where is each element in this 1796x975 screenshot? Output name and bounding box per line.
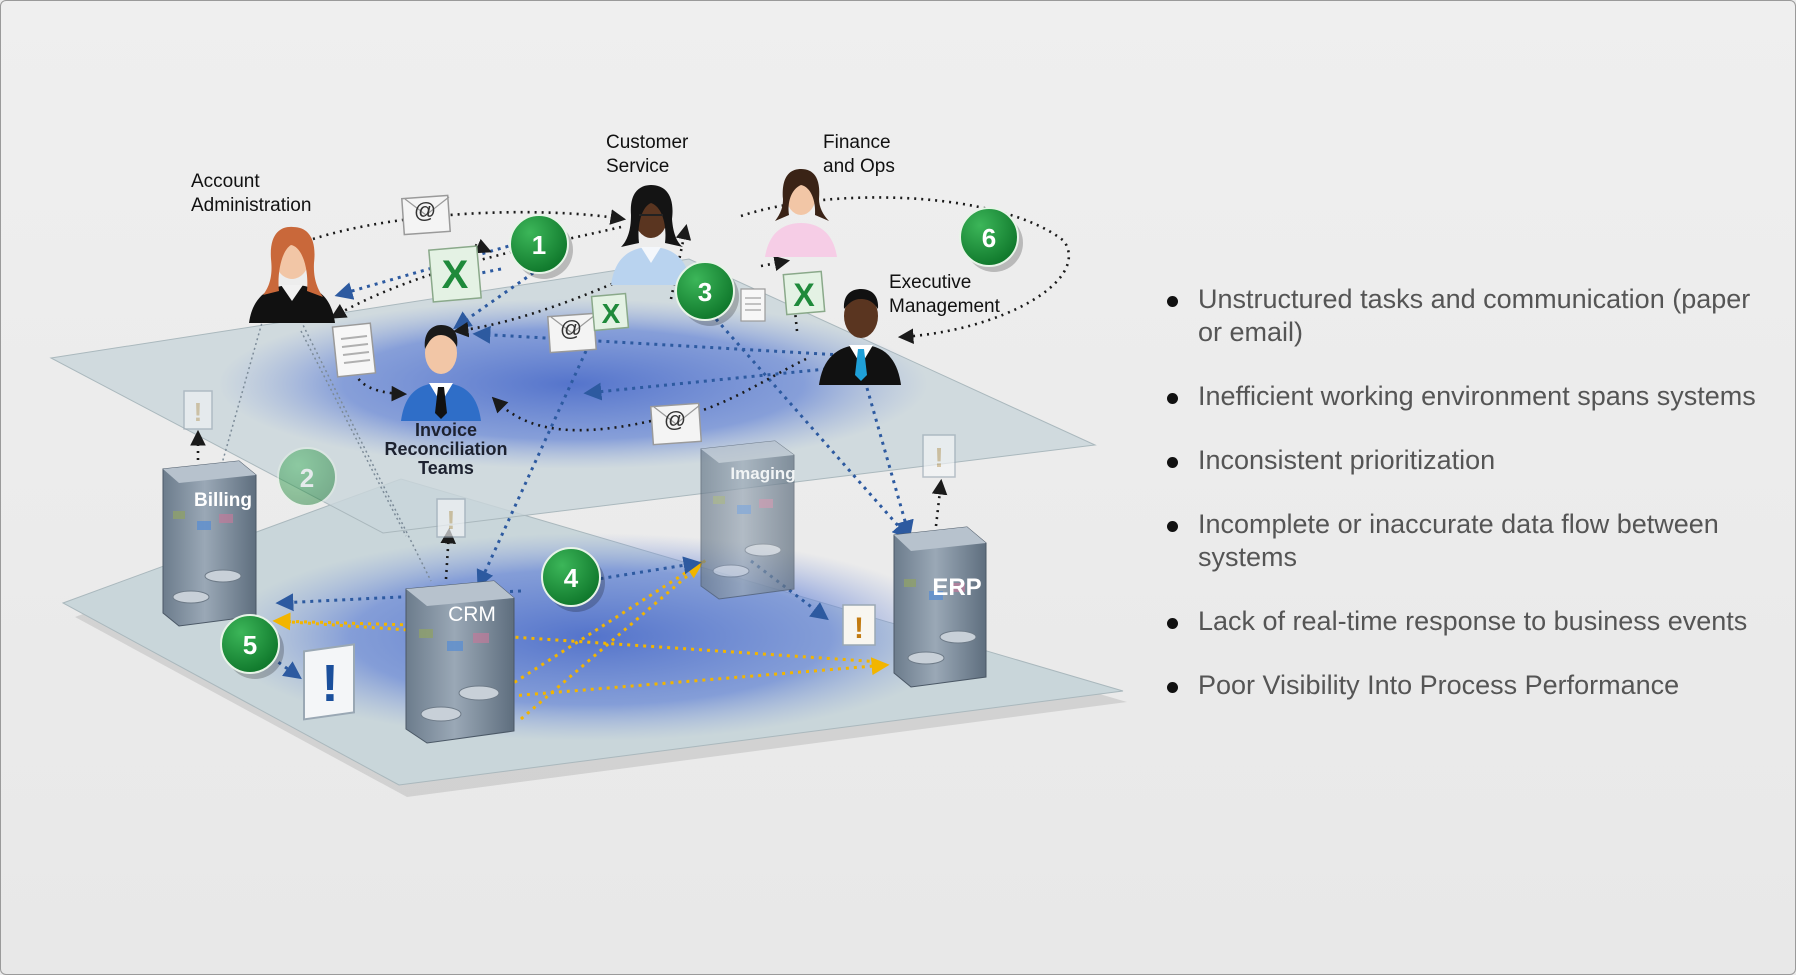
executive-person-icon[interactable] — [819, 289, 901, 385]
svg-text:X: X — [602, 298, 621, 329]
crm-label: CRM — [448, 603, 496, 626]
step-badge-5[interactable]: 5 — [220, 614, 284, 679]
svg-text:!: ! — [321, 655, 338, 713]
svg-text:!: ! — [854, 612, 864, 645]
svg-text:Finance: Finance — [823, 132, 891, 153]
document-icon — [331, 322, 377, 378]
spreadsheet-icon: X — [782, 270, 826, 316]
svg-text:2: 2 — [300, 463, 314, 493]
invoice-team-label: Invoice Reconciliation Teams — [384, 420, 507, 478]
account-admin-label: Account Administration — [191, 171, 311, 216]
step-badge-2[interactable]: 2 — [277, 447, 337, 507]
account-admin-person-icon[interactable] — [249, 226, 335, 323]
step-badge-6[interactable]: 6 — [959, 207, 1023, 272]
executive-label: Executive Management — [889, 272, 1001, 317]
svg-text:@: @ — [560, 316, 582, 341]
svg-text:@: @ — [414, 198, 436, 223]
imaging-server[interactable]: Imaging — [700, 440, 796, 600]
svg-text:Executive: Executive — [889, 272, 971, 293]
issue-item: Lack of real-time response to business e… — [1167, 605, 1767, 638]
svg-text:Customer: Customer — [606, 132, 689, 153]
svg-text:Management: Management — [889, 296, 1001, 317]
svg-text:!: ! — [194, 397, 203, 427]
svg-text:Administration: Administration — [191, 195, 311, 216]
spreadsheet-icon: X — [590, 292, 630, 332]
svg-text:Teams: Teams — [418, 458, 474, 478]
issue-item: Incomplete or inaccurate data flow betwe… — [1167, 508, 1767, 574]
step-badge-1[interactable]: 1 — [509, 214, 573, 279]
email-icon: @ — [649, 402, 703, 446]
imaging-label: Imaging — [730, 464, 795, 483]
svg-text:Service: Service — [606, 156, 669, 177]
svg-text:Reconciliation: Reconciliation — [384, 439, 507, 459]
billing-server[interactable]: Billing — [162, 460, 257, 627]
erp-server[interactable]: ERP — [893, 526, 987, 688]
billing-label: Billing — [194, 490, 252, 511]
erp-label: ERP — [932, 574, 981, 601]
svg-text:!: ! — [447, 505, 456, 535]
finance-ops-person-icon[interactable] — [765, 169, 837, 257]
svg-text:!: ! — [934, 442, 943, 473]
svg-text:X: X — [793, 277, 815, 313]
document-icon — [740, 288, 766, 322]
svg-text:3: 3 — [698, 277, 712, 307]
svg-text:5: 5 — [243, 630, 257, 660]
svg-text:X: X — [442, 253, 469, 297]
svg-text:4: 4 — [564, 563, 579, 593]
alert-icon: ! — [842, 604, 876, 646]
svg-text:@: @ — [664, 407, 686, 432]
alert-icon: ! — [303, 643, 355, 721]
step-badge-3[interactable]: 3 — [675, 261, 739, 326]
customer-service-person-icon[interactable] — [611, 185, 691, 285]
email-icon: @ — [546, 312, 598, 354]
svg-text:and Ops: and Ops — [823, 156, 895, 177]
svg-text:Account: Account — [191, 171, 260, 192]
issue-item: Inefficient working environment spans sy… — [1167, 380, 1767, 413]
step-badge-4[interactable]: 4 — [541, 547, 605, 612]
issues-list: Unstructured tasks and communication (pa… — [1167, 283, 1767, 702]
alert-icon: ! — [436, 498, 466, 538]
issue-item: Poor Visibility Into Process Performance — [1167, 669, 1767, 702]
finance-ops-label: Finance and Ops — [823, 132, 895, 177]
issue-item: Unstructured tasks and communication (pa… — [1167, 283, 1767, 349]
alert-icon: ! — [183, 390, 213, 430]
crm-server[interactable]: CRM — [405, 580, 515, 744]
invoice-team-person-icon[interactable] — [401, 325, 481, 421]
system-data-flows — [272, 557, 890, 721]
alert-icon: ! — [922, 434, 956, 478]
spreadsheet-icon: X — [428, 245, 482, 303]
svg-text:6: 6 — [982, 223, 996, 253]
customer-service-label: Customer Service — [606, 132, 689, 177]
system-links — [220, 318, 432, 582]
svg-text:Invoice: Invoice — [415, 420, 477, 440]
email-icon: @ — [400, 194, 452, 236]
issue-item: Inconsistent prioritization — [1167, 444, 1767, 477]
svg-text:1: 1 — [532, 230, 546, 260]
